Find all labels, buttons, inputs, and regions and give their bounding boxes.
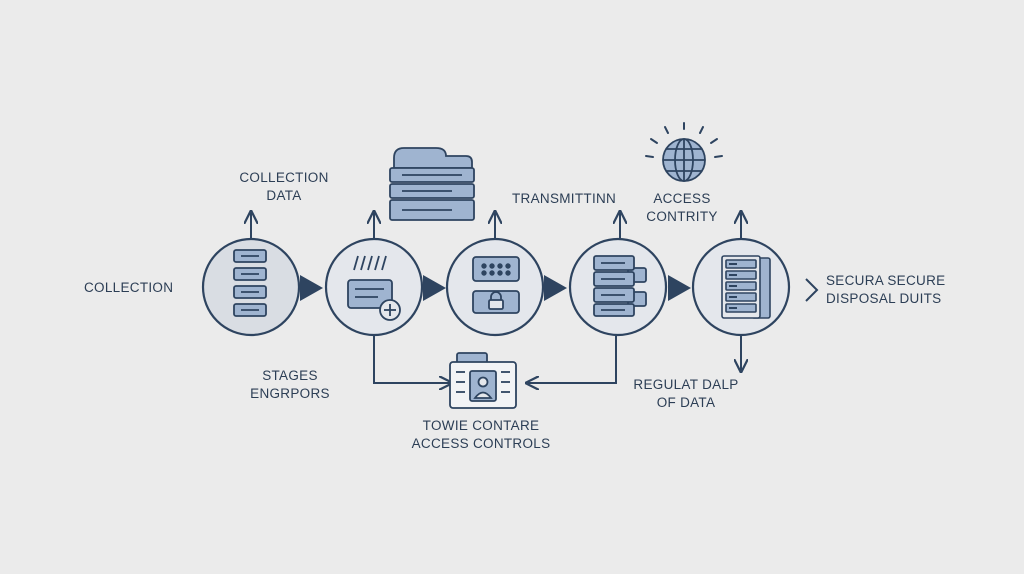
label-stages: STAGES ENGRPORS (238, 367, 342, 403)
label-collection-data: COLLECTION DATA (232, 169, 336, 205)
bottom-connector (373, 336, 617, 383)
stage-collection (201, 237, 301, 337)
globe-icon (645, 122, 723, 182)
storage-unit-icon (389, 147, 475, 221)
label-transmitting: TRANSMITTINN (512, 191, 617, 206)
stage-transmission (568, 237, 668, 337)
label-secure-disposal-line2: DISPOSAL DUITS (826, 291, 942, 306)
label-regular-line2: OF DATA (656, 395, 716, 410)
label-collection-data-line2: DATA (266, 188, 302, 203)
label-stages-line1: STAGES (262, 368, 318, 383)
label-regular-line1: REGULAT DALP (633, 377, 739, 392)
server-stack-icon (233, 249, 267, 317)
data-rack-icon (721, 255, 771, 319)
label-access-controls: TOWIE CONTARE ACCESS CONTROLS (406, 417, 556, 453)
label-access-controls-line2: ACCESS CONTROLS (411, 436, 551, 451)
label-collection-data-line1: COLLECTION (239, 170, 329, 185)
stage-disposal (691, 237, 791, 337)
label-secure-disposal: SECURA SECURE DISPOSAL DUITS (826, 272, 945, 308)
label-access-line1: ACCESS (653, 191, 711, 206)
flow-arrow-4 (668, 275, 691, 301)
flow-arrow-3 (544, 275, 567, 301)
stage-storage (324, 237, 424, 337)
stage-processing (445, 237, 545, 337)
id-card-icon (449, 352, 517, 409)
label-stages-line2: ENGRPORS (250, 386, 330, 401)
flow-arrow-2 (423, 275, 446, 301)
lock-panel-icon (472, 256, 520, 314)
label-access: ACCESS CONTRITY (630, 190, 734, 226)
label-regular: REGULAT DALP OF DATA (626, 376, 746, 412)
document-add-icon (347, 255, 401, 321)
label-access-controls-line1: TOWIE CONTARE (422, 418, 540, 433)
vertical-arrows (251, 213, 741, 370)
chevron-right-icon (805, 278, 819, 302)
flow-arrow-1 (300, 275, 323, 301)
server-rack-icon (593, 255, 647, 317)
label-secure-disposal-line1: SECURA SECURE (826, 273, 946, 288)
label-collection: COLLECTION (84, 280, 174, 295)
label-access-line2: CONTRITY (646, 209, 718, 224)
